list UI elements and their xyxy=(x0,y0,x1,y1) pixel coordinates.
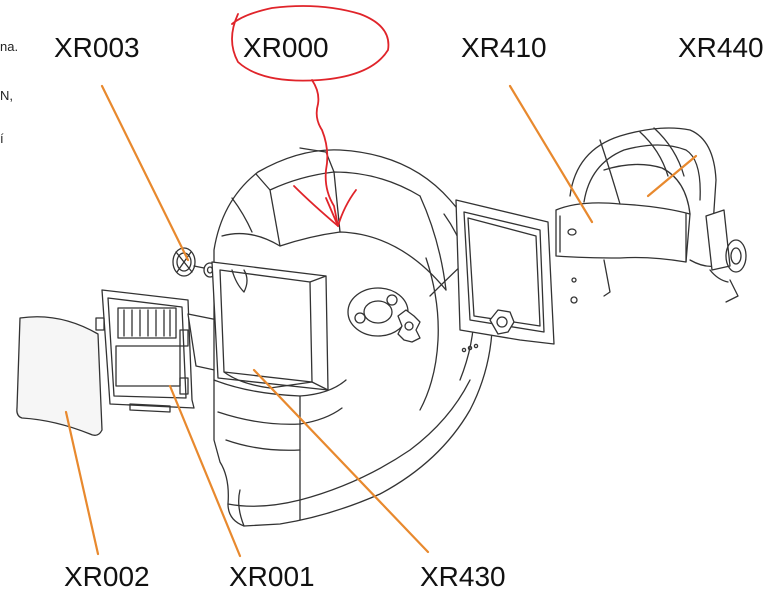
label-xr001: XR001 xyxy=(229,561,315,592)
margin-text-fragment-1: na. xyxy=(0,39,19,54)
label-xr430: XR430 xyxy=(420,561,506,592)
label-xr002: XR002 xyxy=(64,561,150,592)
outer-cover-plate xyxy=(16,316,103,436)
hand-drawn-arrow-tick xyxy=(325,197,339,227)
handwritten-annotation xyxy=(231,5,390,227)
adjustment-knob-left xyxy=(172,247,217,278)
margin-text-fragment-2: N, xyxy=(0,88,13,103)
leader-line-xr410 xyxy=(508,84,594,224)
adjustment-knob-right xyxy=(489,309,515,335)
label-xr440: XR440 xyxy=(678,32,764,63)
leader-line-xr001 xyxy=(168,384,242,558)
leader-lines xyxy=(64,84,698,558)
headgear-harness xyxy=(555,127,747,304)
cartridge-frame xyxy=(95,289,195,413)
leader-line-xr003 xyxy=(100,84,190,262)
label-xr000: XR000 xyxy=(243,32,329,63)
leader-line-xr002 xyxy=(64,410,100,556)
helmet-shell xyxy=(211,147,494,527)
leader-line-xr430 xyxy=(252,368,430,554)
label-xr410: XR410 xyxy=(461,32,547,63)
label-xr003: XR003 xyxy=(54,32,140,63)
inner-cassette-frame xyxy=(455,199,555,345)
leader-line-xr440 xyxy=(646,154,698,198)
hand-drawn-arrow-shaft xyxy=(311,79,339,227)
hand-drawn-circle xyxy=(231,5,390,82)
margin-text-fragment-3: í xyxy=(0,131,4,146)
